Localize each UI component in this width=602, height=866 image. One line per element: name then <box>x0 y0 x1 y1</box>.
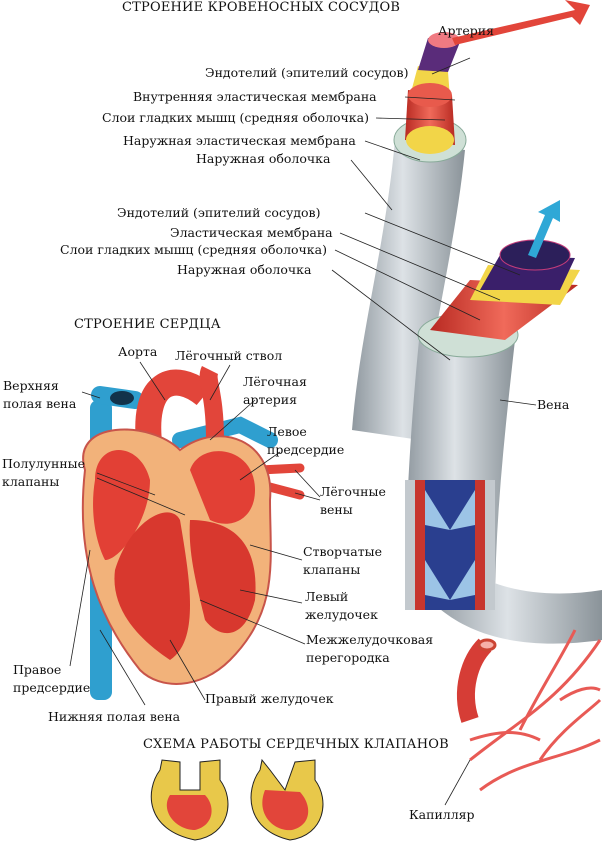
vein-endothelium-label: Эндотелий (эпителий сосудов) <box>117 205 321 220</box>
valves-title: СХЕМА РАБОТЫ СЕРДЕЧНЫХ КЛАПАНОВ <box>143 737 449 752</box>
artery-outer-membrane-label: Наружная эластическая мембрана <box>123 133 356 148</box>
pulmonary-artery-label: Лёгочная артерия <box>243 374 307 407</box>
vein-muscle-label: Слои гладких мышц (средняя оболочка) <box>60 242 327 257</box>
heart-illustration <box>81 365 305 700</box>
vein-membrane-label: Эластическая мембрана <box>170 225 333 240</box>
capillary-illustration <box>444 629 602 806</box>
artery-label: Артерия <box>438 23 494 38</box>
capillary-label: Капилляр <box>409 807 475 822</box>
artery-outer-layer-label: Наружная оболочка <box>196 151 331 166</box>
cuspid-valves-label: Створчатые клапаны <box>303 544 383 577</box>
vein-outer-layer-label: Наружная оболочка <box>177 262 312 277</box>
valve-scheme-illustration <box>150 758 324 841</box>
vein-label: Вена <box>537 397 570 412</box>
aorta-label: Аорта <box>118 344 158 359</box>
heart-title: СТРОЕНИЕ СЕРДЦА <box>74 317 221 332</box>
septum-label: Межжелудочковая перегородка <box>306 632 434 665</box>
heart-leader-lines <box>69 361 321 706</box>
vessels-title: СТРОЕНИЕ КРОВЕНОСНЫХ СОСУДОВ <box>122 0 401 15</box>
pulmonary-veins-label: Лёгочные вены <box>320 484 386 517</box>
semilunar-valves-label: Полулунные клапаны <box>2 456 86 489</box>
artery-inner-membrane-label: Внутренняя эластическая мембрана <box>133 89 377 104</box>
superior-vena-cava-label: Верхняя полая вена <box>3 378 77 411</box>
artery-illustration <box>352 0 590 440</box>
vein-illustration <box>405 200 602 644</box>
right-ventricle-label: Правый желудочек <box>205 691 334 706</box>
left-ventricle-label: Левый желудочек <box>305 589 378 622</box>
right-atrium-label: Правое предсердие <box>13 662 91 695</box>
left-atrium-label: Левое предсердие <box>267 424 345 457</box>
pulmonary-trunk-label: Лёгочный ствол <box>175 348 283 363</box>
artery-endothelium-label: Эндотелий (эпителий сосудов) <box>205 65 409 80</box>
vessel-leader-lines <box>331 57 537 406</box>
artery-muscle-label: Слои гладких мышц (средняя оболочка) <box>102 110 369 125</box>
inferior-vena-cava-label: Нижняя полая вена <box>48 709 181 724</box>
